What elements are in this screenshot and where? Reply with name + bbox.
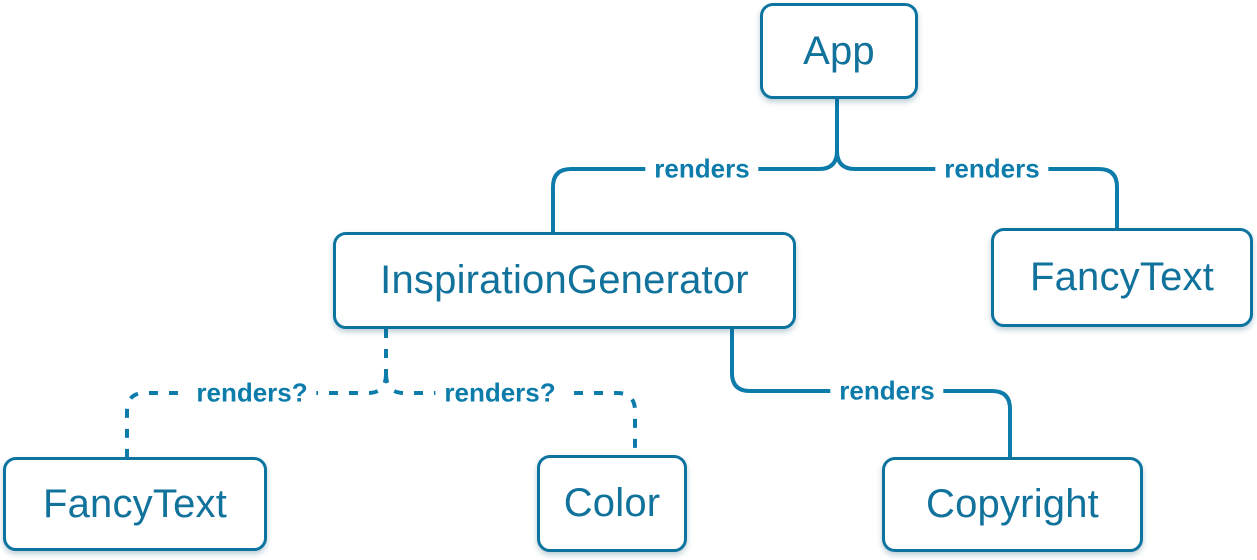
node-inspiration-generator: InspirationGenerator — [333, 232, 796, 329]
node-copyright: Copyright — [882, 457, 1143, 552]
edge-label-renders-question-left: renders? — [187, 377, 317, 409]
node-fancy-text-top: FancyText — [991, 228, 1253, 327]
node-inspiration-generator-label: InspirationGenerator — [380, 258, 749, 302]
node-fancy-text-bottom: FancyText — [3, 457, 267, 551]
node-copyright-label: Copyright — [926, 482, 1099, 526]
node-fancy-text-top-label: FancyText — [1029, 255, 1215, 299]
edge-label-renders-left: renders — [645, 153, 759, 185]
node-app: App — [760, 3, 918, 99]
node-color-label: Color — [563, 481, 661, 525]
edge-label-renders-question-right: renders? — [435, 377, 565, 409]
node-fancy-text-bottom-label: FancyText — [42, 481, 228, 526]
edge-label-renders-right: renders — [935, 153, 1049, 185]
node-color: Color — [537, 455, 687, 552]
edge-inspirationgenerator-color-dashed — [384, 373, 637, 455]
node-app-label: App — [803, 28, 875, 73]
edge-label-renders-bottom: renders — [830, 375, 944, 407]
